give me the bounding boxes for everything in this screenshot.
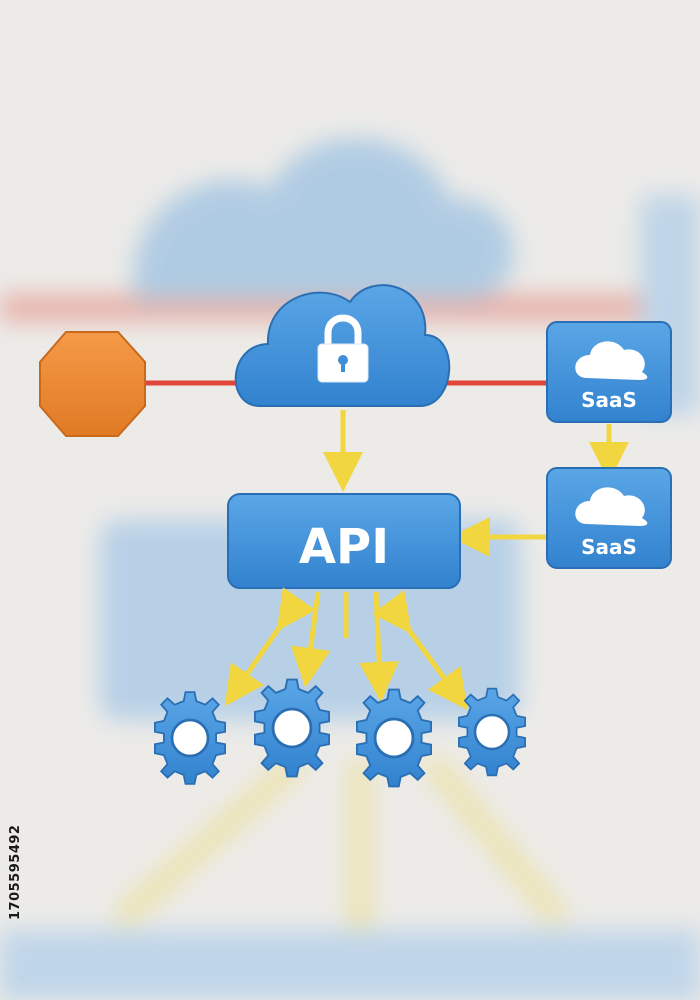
cloud-icon [575,341,648,380]
gear-icon [355,688,433,788]
arrow-api-gear-1 [224,587,316,707]
saas-top-box: SaaS [546,321,672,423]
blurred-bottom-gears [0,930,700,1000]
api-box: API [227,493,461,589]
blurred-arrow [112,751,308,929]
stock-id-watermark: 1705595492 [8,824,23,920]
arrow-api-gear-2 [290,591,331,688]
api-label: API [299,519,389,575]
gear-icon [253,678,331,778]
octagon-icon [39,331,146,437]
lock-icon [317,314,369,383]
gear-icon [153,690,227,786]
gear-icon [457,687,527,777]
saas-bottom-label: SaaS [581,535,637,559]
cloud-icon [575,487,648,526]
blurred-arrow [421,753,569,927]
blurred-cloud [133,138,514,300]
saas-top-label: SaaS [581,388,637,412]
arrow-api-gear-4 [372,590,468,711]
saas-bottom-box: SaaS [546,467,672,569]
arrow-api-gear-3 [359,591,400,702]
